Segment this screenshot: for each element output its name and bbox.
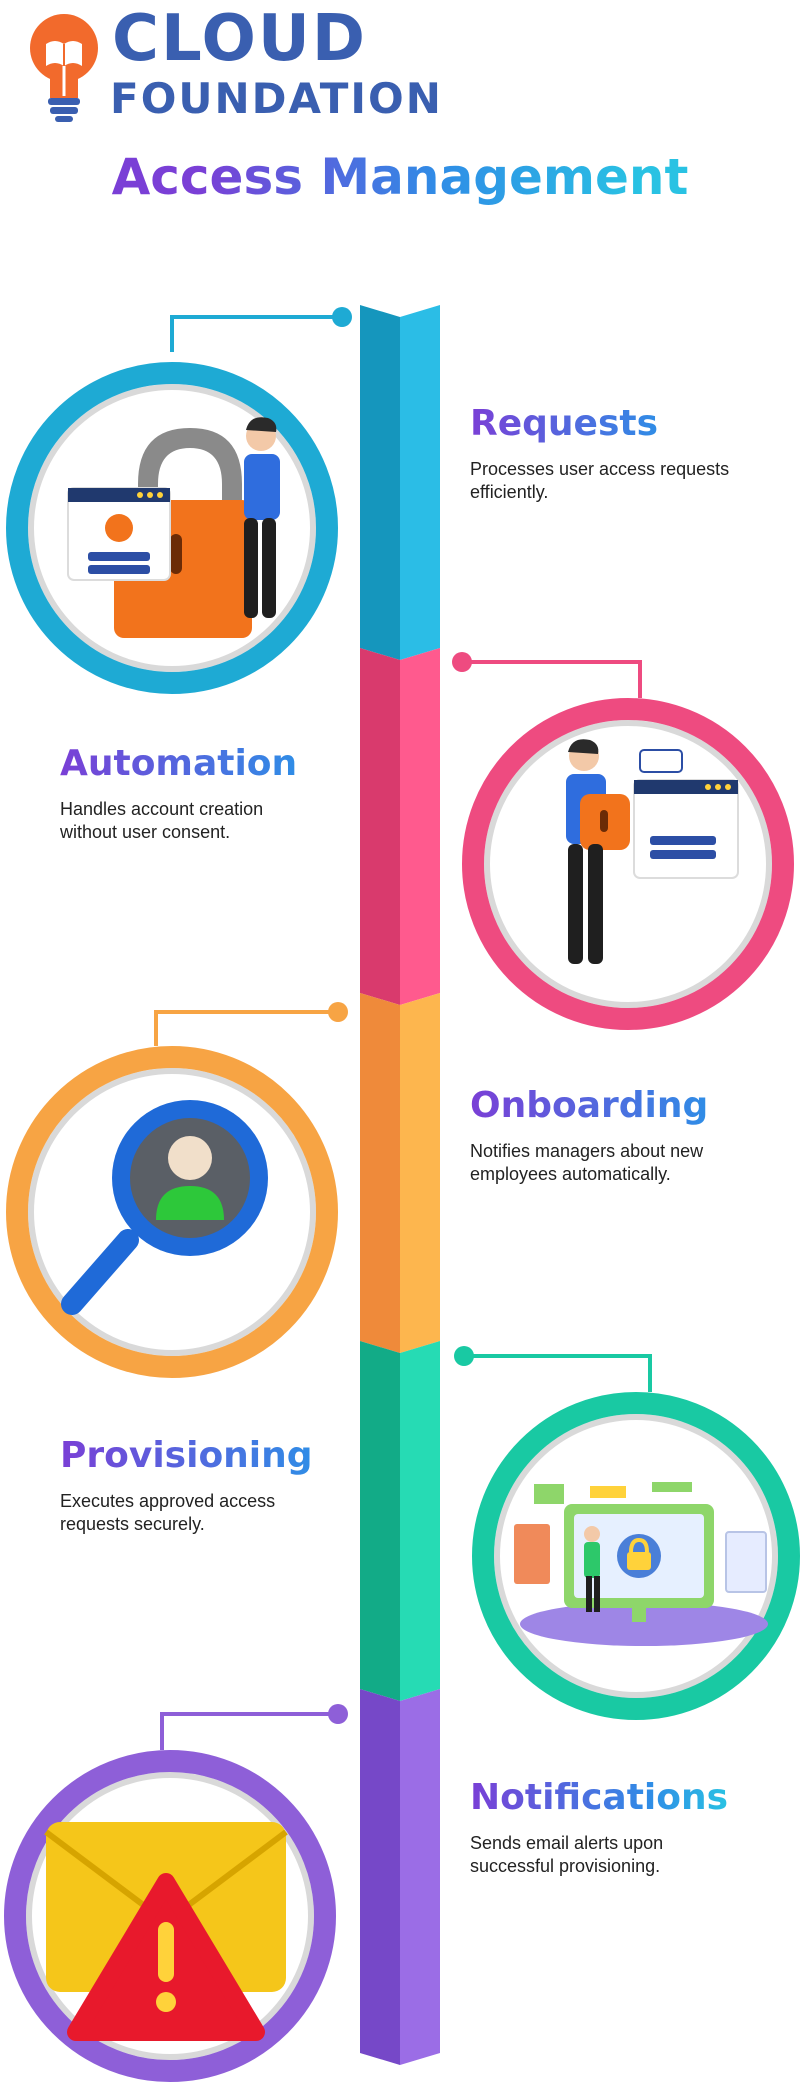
stage-desc-notifications: Sends email alerts upon successful provi… [470, 1833, 664, 1876]
stage-title-notifications: Notifications [470, 1777, 729, 1818]
provisioning-circle [472, 1392, 800, 1720]
magnifier-user-icon [61, 1100, 268, 1315]
logo-text-cloud: CLOUD [112, 2, 367, 76]
secure-dashboard-icon [514, 1482, 768, 1646]
stage-title-automation: Automation [60, 743, 298, 784]
automation-circle [462, 698, 794, 1030]
stage-title-requests: Requests [470, 403, 659, 444]
page-title: Access Management [0, 148, 800, 206]
stage-desc-requests: Processes user access requests efficient… [470, 459, 730, 502]
email-alert-icon [44, 1822, 288, 2041]
onboarding-circle [6, 1046, 338, 1378]
logo-text-foundation: FOUNDATION [110, 74, 443, 123]
requests-circle [6, 362, 338, 694]
stage-title-provisioning: Provisioning [60, 1435, 313, 1476]
padlock-login-icon [67, 417, 280, 638]
stage-title-onboarding: Onboarding [470, 1085, 709, 1126]
stage-desc-provisioning: Executes approved access requests secure… [60, 1491, 276, 1534]
person-holding-lock-icon [566, 739, 739, 964]
timeline-column [360, 305, 440, 2065]
lightbulb-book-icon [30, 14, 98, 122]
stage-desc-automation: Handles account creation without user co… [60, 799, 264, 842]
stage-desc-onboarding: Notifies managers about new employees au… [470, 1141, 704, 1184]
notifications-circle [4, 1750, 336, 2082]
